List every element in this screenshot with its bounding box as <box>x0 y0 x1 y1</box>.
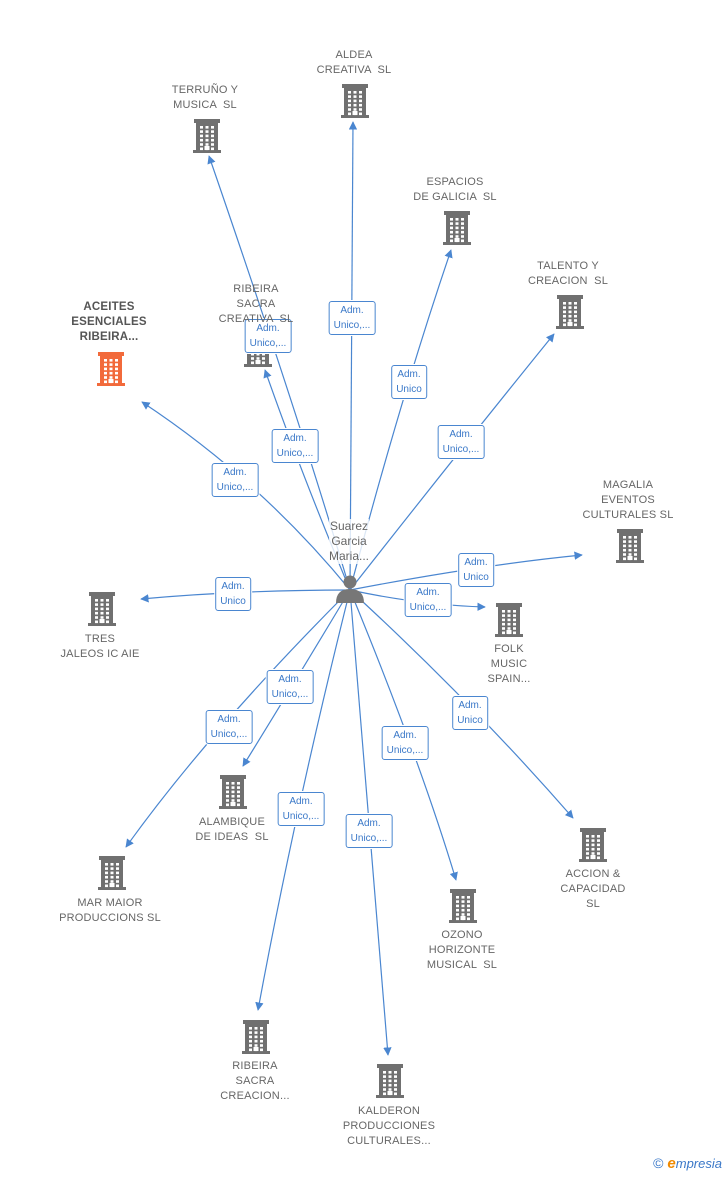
company-name-label[interactable]: OZONO HORIZONTE MUSICAL SL <box>426 929 498 971</box>
edge-role-label[interactable]: Adm. Unico,... <box>404 583 452 617</box>
edge-role-label[interactable]: Adm. Unico,... <box>266 670 314 704</box>
copyright-symbol: © <box>653 1155 664 1171</box>
company-building-icon[interactable] <box>242 1020 270 1054</box>
company-building-icon[interactable] <box>495 603 523 637</box>
company-name-label[interactable]: ACCION & CAPACIDAD SL <box>560 868 626 910</box>
brand-watermark: ©empresia <box>653 1155 722 1172</box>
company-building-icon[interactable] <box>98 856 126 890</box>
edge-role-label[interactable]: Adm. Unico,... <box>205 710 253 744</box>
edge-role-label[interactable]: Adm. Unico,... <box>345 814 393 848</box>
company-name-label[interactable]: FOLK MUSIC SPAIN... <box>487 643 531 685</box>
company-name-label[interactable]: MAR MAIOR PRODUCCIONS SL <box>59 897 161 924</box>
company-building-icon[interactable] <box>449 889 477 923</box>
company-name-label[interactable]: RIBEIRA SACRA CREATIVA SL <box>218 283 294 325</box>
company-name-label[interactable]: ALAMBIQUE DE IDEAS SL <box>195 816 269 843</box>
nodes-layer <box>88 84 644 1098</box>
brand-logo-e: e <box>667 1155 676 1172</box>
edge-role-label[interactable]: Adm. Unico,... <box>271 429 319 463</box>
company-name-label[interactable]: RIBEIRA SACRA CREACION... <box>220 1060 290 1102</box>
brand-name: mpresia <box>675 1156 722 1171</box>
edge-role-label[interactable]: Adm. Unico <box>452 696 488 730</box>
edge-role-label[interactable]: Adm. Unico,... <box>437 425 485 459</box>
company-building-icon[interactable] <box>341 84 369 118</box>
edge-role-label[interactable]: Adm. Unico <box>215 577 251 611</box>
company-building-icon[interactable] <box>97 352 125 386</box>
edge-role-label[interactable]: Adm. Unico,... <box>277 792 325 826</box>
company-name-label[interactable]: ALDEA CREATIVA SL <box>316 49 392 76</box>
edge-role-label[interactable]: Adm. Unico,... <box>328 301 376 335</box>
company-building-icon[interactable] <box>443 211 471 245</box>
company-building-icon[interactable] <box>616 529 644 563</box>
company-building-icon[interactable] <box>193 119 221 153</box>
company-name-label[interactable]: KALDERON PRODUCCIONES CULTURALES... <box>342 1105 436 1147</box>
edge-role-label[interactable]: Adm. Unico,... <box>244 319 292 353</box>
edge-role-label[interactable]: Adm. Unico,... <box>381 726 429 760</box>
company-name-label[interactable]: TERRUÑO Y MUSICA SL <box>171 84 239 111</box>
company-building-icon[interactable] <box>556 295 584 329</box>
company-name-label[interactable]: MAGALIA EVENTOS CULTURALES SL <box>582 479 674 521</box>
edge-role-label[interactable]: Adm. Unico,... <box>211 463 259 497</box>
company-name-label[interactable]: ESPACIOS DE GALICIA SL <box>413 176 497 203</box>
company-name-label[interactable]: TALENTO Y CREACION SL <box>527 260 609 287</box>
edge-role-label[interactable]: Adm. Unico <box>391 365 427 399</box>
company-building-icon[interactable] <box>579 828 607 862</box>
company-building-icon[interactable] <box>219 775 247 809</box>
edge-role-label[interactable]: Adm. Unico <box>458 553 494 587</box>
company-building-icon[interactable] <box>88 592 116 626</box>
company-name-label[interactable]: TRES JALEOS IC AIE <box>60 633 140 660</box>
person-name-label[interactable]: Suarez Garcia Maria... <box>328 519 370 564</box>
company-name-label[interactable]: ACEITES ESENCIALES RIBEIRA... <box>71 301 147 343</box>
person-icon[interactable] <box>336 575 364 604</box>
company-building-icon[interactable] <box>376 1064 404 1098</box>
